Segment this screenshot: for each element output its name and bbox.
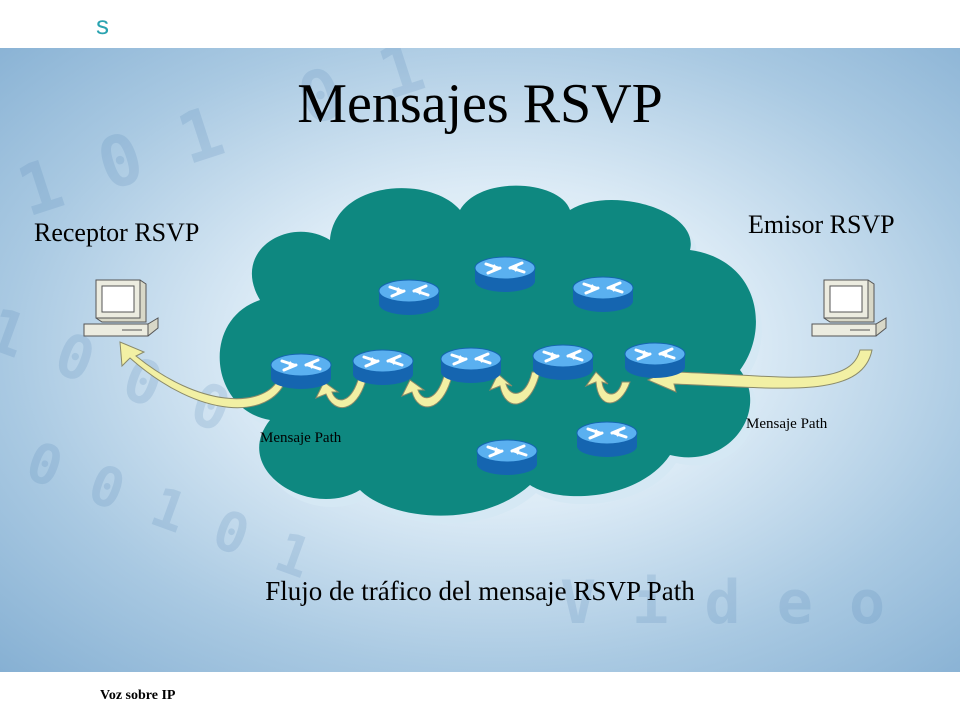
slide-title: Mensajes RSVP <box>297 73 663 135</box>
router-icon <box>572 275 634 314</box>
router-icon <box>352 348 414 387</box>
computer-icon <box>811 279 887 337</box>
router-icon <box>624 341 686 380</box>
background-decoration: V i d e o <box>560 568 886 638</box>
sender-label: Emisor RSVP <box>748 210 895 239</box>
curved-arrow-icon <box>488 371 541 405</box>
footer-text: Voz sobre IP <box>100 688 176 703</box>
computer-icon <box>83 279 159 337</box>
router-icon <box>270 352 332 391</box>
top-bar: s <box>0 0 960 48</box>
router-icon <box>576 420 638 459</box>
curved-arrow-icon <box>400 375 453 408</box>
curved-arrow-icon <box>646 349 873 393</box>
curved-arrow-icon <box>584 371 631 404</box>
router-icon <box>532 343 594 382</box>
path-arrows <box>119 341 873 409</box>
diagram-caption: Flujo de tráfico del mensaje RSVP Path <box>265 576 695 606</box>
path-message-label-inside: Mensaje Path <box>260 430 342 446</box>
router-icon <box>474 255 536 294</box>
router-icon <box>440 346 502 385</box>
router-icon <box>476 438 538 477</box>
bottom-bar <box>0 672 960 720</box>
path-message-label-outside: Mensaje Path <box>746 416 828 432</box>
router-icon <box>378 278 440 317</box>
receiver-label: Receptor RSVP <box>34 218 200 247</box>
logo: s <box>96 10 109 40</box>
curved-arrow-icon <box>119 341 287 409</box>
